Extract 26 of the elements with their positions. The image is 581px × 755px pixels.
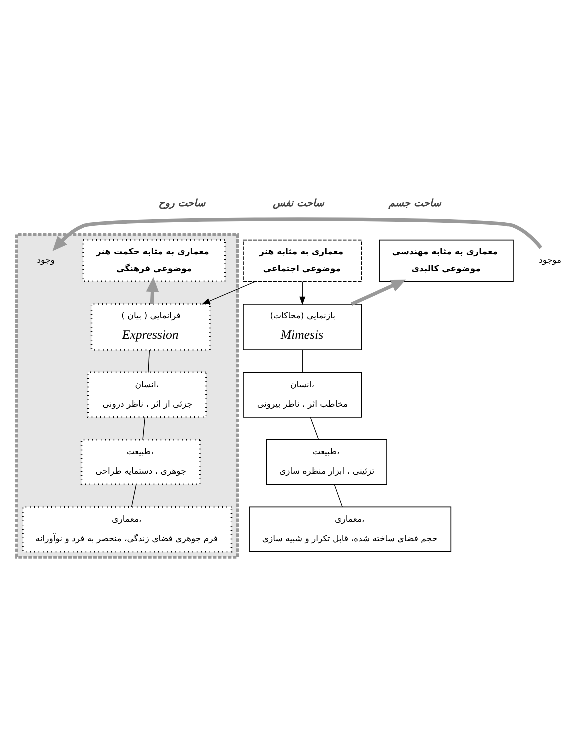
node-box: معماری به مثابه مهندسی موضوعی کالبدی xyxy=(379,240,514,282)
arrow xyxy=(300,281,306,306)
node-text: موجود xyxy=(539,256,562,266)
node-text: وجود xyxy=(37,256,55,266)
cluster xyxy=(16,233,240,559)
connector xyxy=(310,416,320,440)
connector xyxy=(302,350,303,374)
connector xyxy=(142,416,146,440)
label: ساحت نفس xyxy=(273,198,324,210)
node-box: انسان، جزئی از اثر ، ناظر درونی xyxy=(87,372,208,418)
node-box: معماری به مثابه حکمت هنر موضوعی فرهنگی xyxy=(82,239,226,282)
node-box: معماری، حجم فضای ساخته شده، قابل تکرار و شبیه سازی xyxy=(249,506,452,552)
arrow xyxy=(202,281,256,305)
node-box: طبیعت، تزئینی ، ابزار منظره سازی xyxy=(266,439,388,486)
node-box: انسان، مخاطب اثر ، ناظر بیرونی xyxy=(243,372,362,418)
arrow xyxy=(146,277,160,304)
arrow xyxy=(52,218,543,252)
connector xyxy=(148,350,150,374)
label: ساحت جسم xyxy=(388,198,442,210)
node-box: معماری به مثابه هنر موضوعی اجتماعی xyxy=(243,240,362,282)
node-box: طبیعت، جوهری ، دستمایه طراحی xyxy=(80,439,201,486)
connector xyxy=(131,484,137,508)
connector xyxy=(334,484,343,508)
arrow xyxy=(351,280,406,306)
node-box: معماری، فرم جوهری فضای زندگی، منحصر به فرد و نوآورانه xyxy=(22,506,233,553)
label: ساحت روح xyxy=(158,198,206,210)
